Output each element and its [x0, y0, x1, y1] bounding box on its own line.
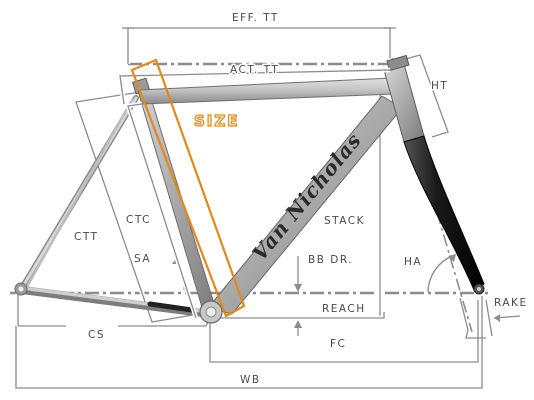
size-label: SIZE — [194, 112, 240, 130]
bb-drop-dimension — [294, 256, 302, 336]
sa-label: SA — [134, 253, 151, 265]
ctt-label: CTT — [74, 231, 98, 243]
eff-tt-label: EFF. TT — [232, 12, 279, 24]
wb-dimension — [13, 296, 485, 391]
act-tt-dimension — [117, 67, 391, 105]
fc-label: FC — [330, 338, 346, 350]
reach-label: REACH — [322, 303, 366, 315]
bike-frame: Van Nicholas — [14, 54, 485, 324]
labels: EFF. TT ACT. TT HT SIZE CTT CTC SA STACK… — [73, 11, 528, 388]
eff-tt-dimension — [122, 25, 396, 64]
ctc-label: CTC — [126, 214, 151, 226]
ht-label: HT — [431, 80, 448, 92]
stack-label: STACK — [324, 215, 365, 227]
brand-text: Van Nicholas — [247, 128, 366, 265]
reach-dimension — [212, 312, 387, 321]
wb-label: WB — [240, 374, 261, 386]
ctc-dimension — [125, 101, 199, 319]
bb-drop-label: BB DR. — [308, 254, 353, 266]
ctt-dimension — [72, 89, 211, 325]
ht-dimension — [401, 52, 451, 140]
rake-dimension — [459, 297, 521, 339]
rake-label: RAKE — [494, 297, 528, 309]
ha-label: HA — [404, 256, 422, 268]
size-highlight — [130, 58, 246, 318]
cs-label: CS — [88, 329, 105, 341]
act-tt-label: ACT. TT — [230, 64, 279, 76]
fc-dimension — [207, 300, 481, 365]
